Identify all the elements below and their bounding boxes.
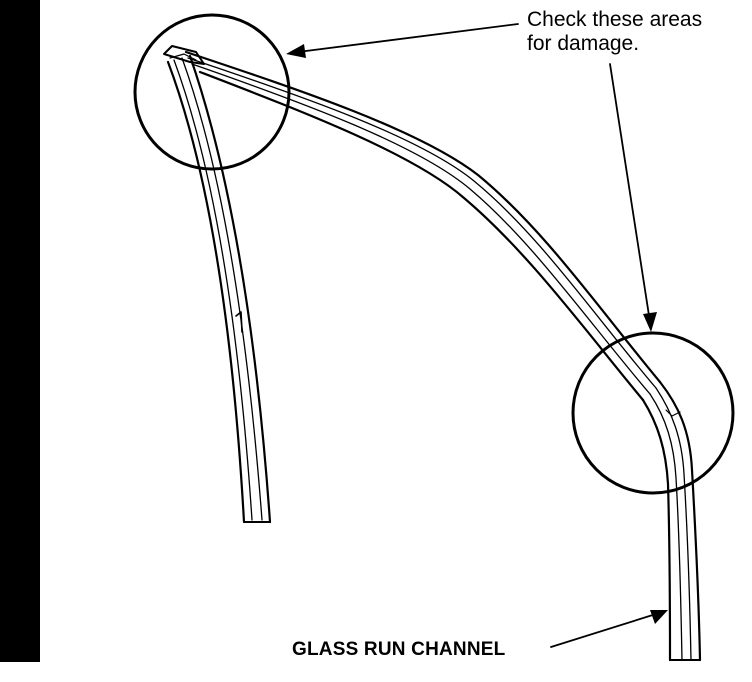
leader-line-upper — [297, 23, 519, 53]
arrowhead-lower — [643, 312, 657, 332]
arrowhead-upper — [286, 44, 306, 58]
leader-line-lower — [609, 63, 651, 323]
channel-front-run — [166, 54, 272, 524]
damage-check-line-1: Check these areas — [527, 8, 703, 31]
channel-upper-arc — [184, 50, 662, 402]
part-name-label: GLASS RUN CHANNEL — [292, 639, 506, 660]
damage-check-line-2: for damage. — [527, 32, 640, 55]
lower-inspection-circle — [571, 331, 735, 495]
damage-check-callout: Check these areas for damage. — [527, 8, 702, 56]
arrowhead-part — [650, 610, 668, 624]
upper-inspection-circle — [133, 13, 291, 171]
leader-line-part — [550, 613, 657, 648]
left-margin-bar — [0, 0, 40, 662]
channel-rear-run — [641, 380, 702, 662]
channel-upper-corner — [163, 45, 205, 65]
